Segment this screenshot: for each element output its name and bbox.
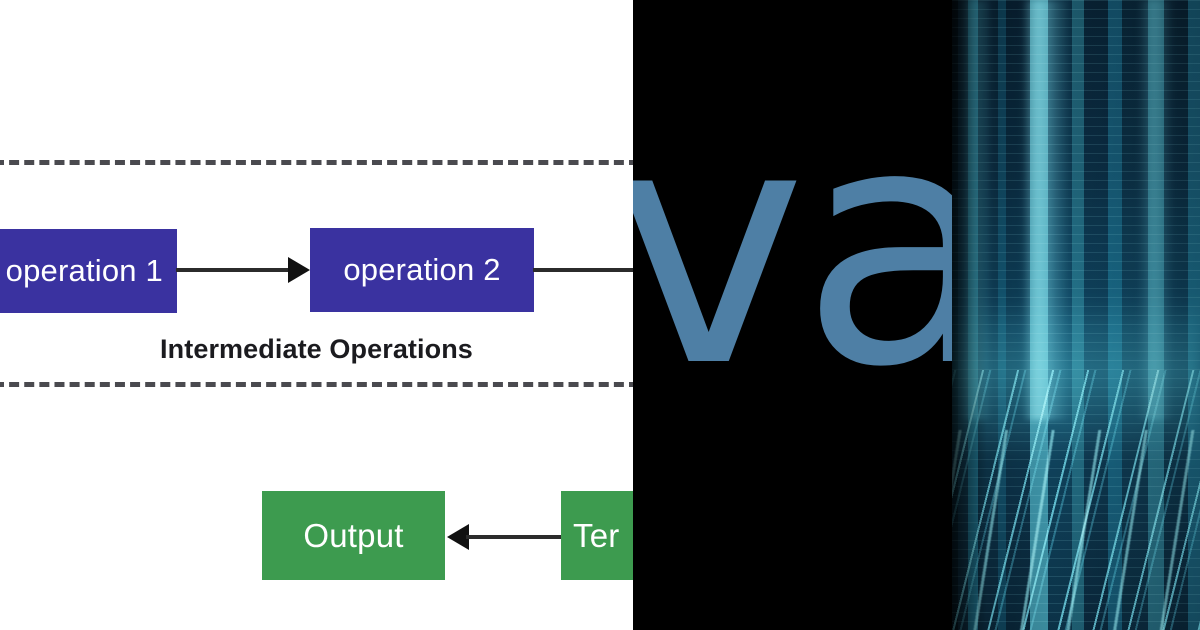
panel-cityscape-artwork bbox=[952, 0, 1200, 630]
city-vignette-overlay bbox=[952, 0, 1200, 630]
intermediate-region-bottom-divider bbox=[0, 382, 633, 387]
arrow-right-icon bbox=[288, 257, 310, 283]
connector-operation1-to-operation2 bbox=[176, 268, 294, 272]
node-output-label: Output bbox=[303, 516, 404, 554]
node-operation-2: operation 2 bbox=[310, 228, 534, 312]
node-operation-1-label: operation 1 bbox=[5, 253, 163, 288]
connector-operation2-outgoing bbox=[533, 268, 633, 272]
panel-stream-flowchart: operation 1 operation 2 Intermediate Ope… bbox=[0, 160, 633, 580]
arrow-left-icon bbox=[447, 524, 469, 550]
node-terminal: Ter bbox=[561, 491, 633, 580]
wordmark-text: va bbox=[633, 55, 952, 439]
connector-terminal-to-output bbox=[466, 535, 563, 539]
intermediate-region-top-divider bbox=[0, 160, 633, 165]
node-output: Output bbox=[262, 491, 445, 580]
intermediate-operations-label: Intermediate Operations bbox=[160, 334, 473, 364]
node-operation-2-label: operation 2 bbox=[343, 252, 501, 287]
panel-wordmark: va bbox=[633, 0, 952, 630]
node-operation-1: operation 1 bbox=[0, 229, 177, 313]
node-terminal-label: Ter bbox=[573, 516, 620, 554]
